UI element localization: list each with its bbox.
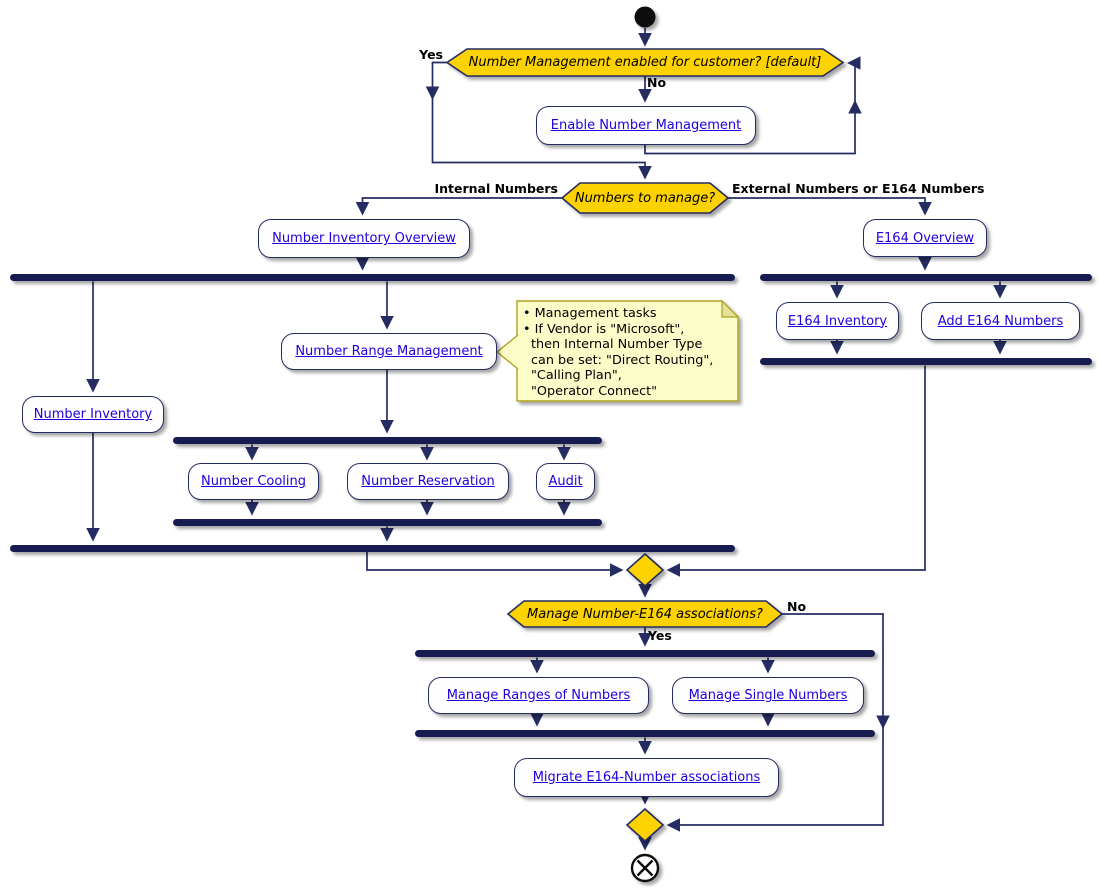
- branch-label-no: No: [647, 75, 667, 90]
- e164-inventory-link[interactable]: E164 Inventory: [787, 313, 888, 329]
- fork-bar-tasks: [173, 437, 602, 444]
- note-line: "Operator Connect": [531, 383, 658, 399]
- join-bar-tasks: [173, 519, 602, 526]
- fork-bar-internal: [10, 274, 735, 281]
- note-line: can be set: "Direct Routing",: [531, 352, 714, 368]
- activity-number-inventory[interactable]: Number Inventory: [22, 396, 164, 433]
- number-inventory-link[interactable]: Number Inventory: [33, 407, 153, 422]
- branch-label-no-associations: No: [787, 599, 807, 614]
- number-reservation-link[interactable]: Number Reservation: [361, 474, 495, 489]
- branch-label-external-numbers: External Numbers or E164 Numbers: [732, 181, 985, 196]
- decision-numbers-to-manage-text: Numbers to manage?: [574, 191, 716, 206]
- activity-number-reservation[interactable]: Number Reservation: [347, 463, 509, 500]
- activity-number-inventory-overview[interactable]: Number Inventory Overview: [258, 219, 470, 258]
- activity-add-e164-numbers[interactable]: Add E164 Numbers: [921, 302, 1080, 340]
- audit-link[interactable]: Audit: [548, 474, 583, 489]
- enable-number-management-link[interactable]: Enable Number Management: [550, 118, 742, 133]
- note: [495, 299, 740, 402]
- migrate-e164-number-associations-link[interactable]: Migrate E164-Number associations: [532, 770, 761, 785]
- decision-enabled-check-text: Number Management enabled for customer? …: [468, 55, 822, 70]
- branch-label-yes-associations: Yes: [648, 628, 672, 643]
- join-bar-internal: [10, 545, 735, 552]
- note-line: • Management tasks: [523, 306, 657, 321]
- activity-e164-inventory[interactable]: E164 Inventory: [776, 302, 899, 340]
- decision-manage-associations-text: Manage Number-E164 associations?: [527, 606, 763, 622]
- activity-number-cooling[interactable]: Number Cooling: [188, 463, 319, 500]
- edges: [86, 28, 1007, 851]
- number-inventory-overview-link[interactable]: Number Inventory Overview: [272, 231, 456, 246]
- branch-label-yes: Yes: [419, 47, 443, 62]
- e164-overview-link[interactable]: E164 Overview: [875, 230, 975, 246]
- merge-diamond-2: [625, 807, 665, 843]
- fork-bar-assoc: [415, 650, 875, 657]
- fork-bar-e164: [760, 274, 1092, 281]
- note-text: • Management tasks • If Vendor is "Micro…: [523, 306, 735, 400]
- activity-manage-single-numbers[interactable]: Manage Single Numbers: [672, 677, 864, 714]
- merge-diamond-1: [625, 552, 665, 588]
- note-fold-corner: [721, 299, 740, 318]
- manage-ranges-of-numbers-link[interactable]: Manage Ranges of Numbers: [446, 688, 631, 703]
- add-e164-numbers-link[interactable]: Add E164 Numbers: [937, 313, 1064, 329]
- note-line: • If Vendor is "Microsoft",: [523, 321, 685, 337]
- fork-join-bars: [10, 274, 1092, 737]
- note-line: then Internal Number Type: [531, 337, 703, 353]
- number-range-management-link[interactable]: Number Range Management: [295, 344, 483, 359]
- activity-audit[interactable]: Audit: [536, 463, 595, 500]
- start-node: [634, 6, 656, 28]
- activity-enable-number-management[interactable]: Enable Number Management: [536, 106, 756, 145]
- branch-label-internal-numbers: Internal Numbers: [434, 181, 558, 196]
- decision-numbers-to-manage: [560, 182, 730, 214]
- join-bar-e164: [760, 358, 1092, 365]
- note-line: "Calling Plan",: [531, 368, 622, 384]
- decision-manage-associations: [506, 600, 784, 628]
- activity-number-range-management[interactable]: Number Range Management: [281, 333, 497, 370]
- note-pointer: [497, 335, 518, 369]
- activity-manage-ranges-of-numbers[interactable]: Manage Ranges of Numbers: [428, 677, 649, 714]
- activity-migrate-e164-number-associations[interactable]: Migrate E164-Number associations: [514, 758, 779, 797]
- number-cooling-link[interactable]: Number Cooling: [200, 474, 307, 489]
- manage-single-numbers-link[interactable]: Manage Single Numbers: [688, 688, 848, 703]
- end-node: [630, 853, 660, 883]
- activity-e164-overview[interactable]: E164 Overview: [863, 219, 987, 257]
- decision-enabled-check: [445, 48, 845, 77]
- join-bar-assoc: [415, 730, 875, 737]
